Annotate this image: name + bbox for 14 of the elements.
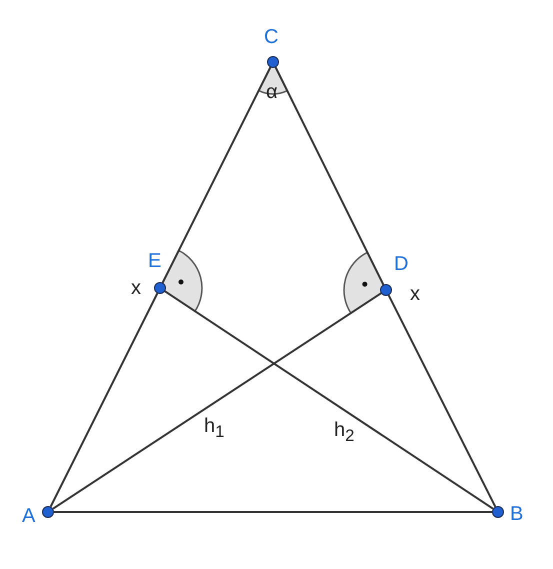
line-segment bbox=[388, 294, 496, 508]
point-label: C bbox=[264, 26, 278, 48]
line-segment bbox=[164, 290, 494, 510]
point-label: A bbox=[22, 505, 36, 527]
line-segment bbox=[52, 292, 382, 510]
line-segment bbox=[50, 292, 158, 508]
line-segment bbox=[162, 66, 272, 284]
length-label: x bbox=[410, 282, 420, 306]
line-segment bbox=[54, 511, 492, 513]
point-label: D bbox=[394, 253, 408, 275]
point-label: E bbox=[148, 250, 162, 272]
point-label: B bbox=[510, 503, 524, 525]
length-label: x bbox=[131, 276, 141, 300]
line-segment bbox=[274, 66, 384, 286]
